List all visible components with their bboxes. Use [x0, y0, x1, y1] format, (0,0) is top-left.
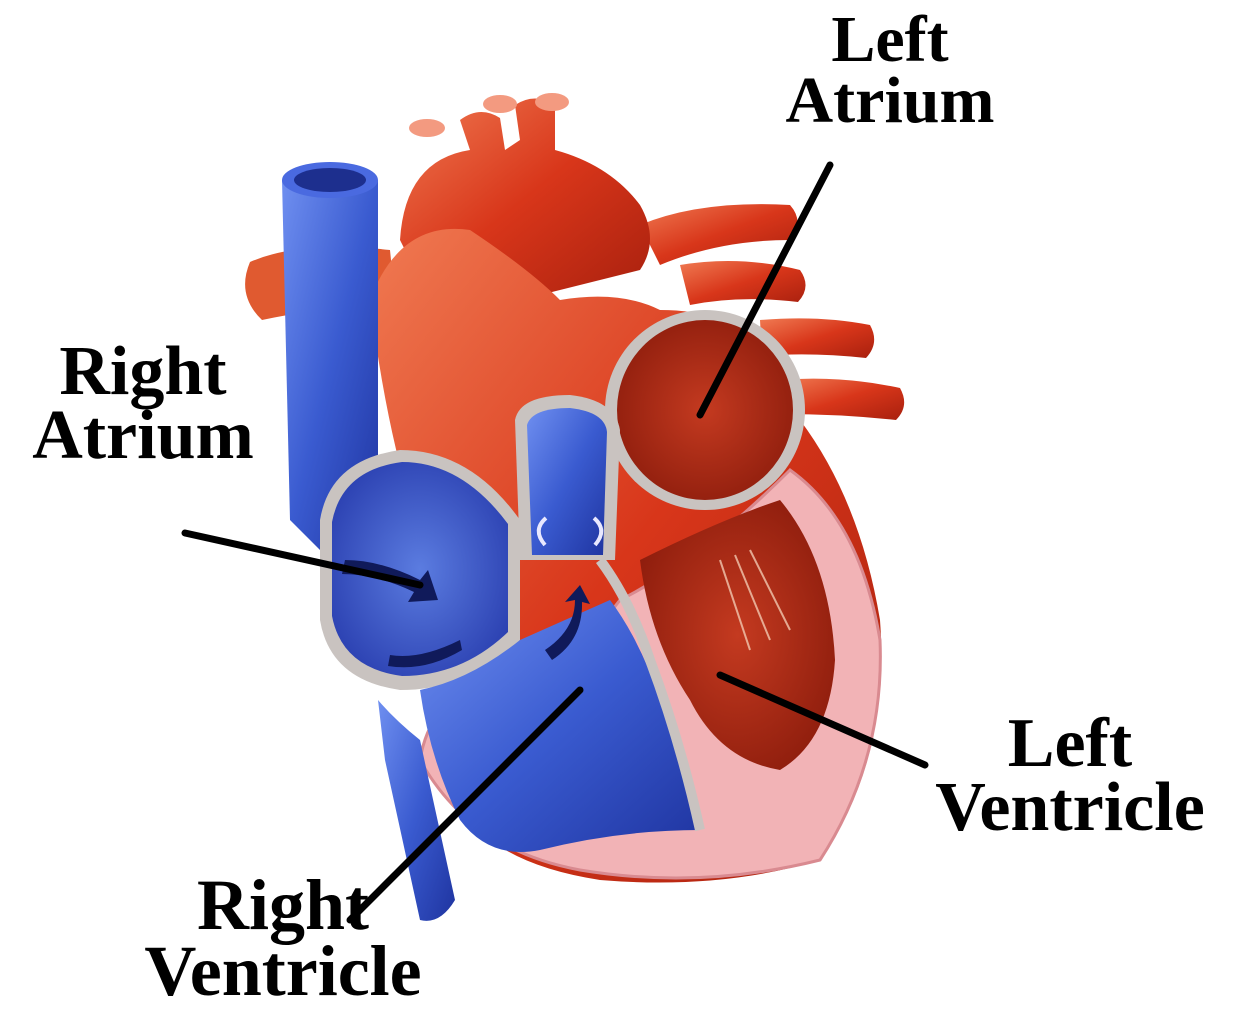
label-left-ventricle-line1: Left — [905, 712, 1235, 776]
label-left-atrium-line2: Atrium — [760, 71, 1020, 132]
pulmonary-trunk — [515, 395, 620, 560]
label-left-ventricle: Left Ventricle — [905, 712, 1235, 841]
label-right-atrium-line1: Right — [8, 340, 278, 404]
label-right-atrium: Right Atrium — [8, 340, 278, 469]
label-right-ventricle-line2: Ventricle — [118, 938, 448, 1004]
label-left-ventricle-line2: Ventricle — [905, 776, 1235, 840]
label-right-ventricle: Right Ventricle — [118, 872, 448, 1004]
label-left-atrium-line1: Left — [760, 10, 1020, 71]
label-right-ventricle-line1: Right — [118, 872, 448, 938]
label-right-atrium-line2: Atrium — [8, 404, 278, 468]
label-left-atrium: Left Atrium — [760, 10, 1020, 131]
